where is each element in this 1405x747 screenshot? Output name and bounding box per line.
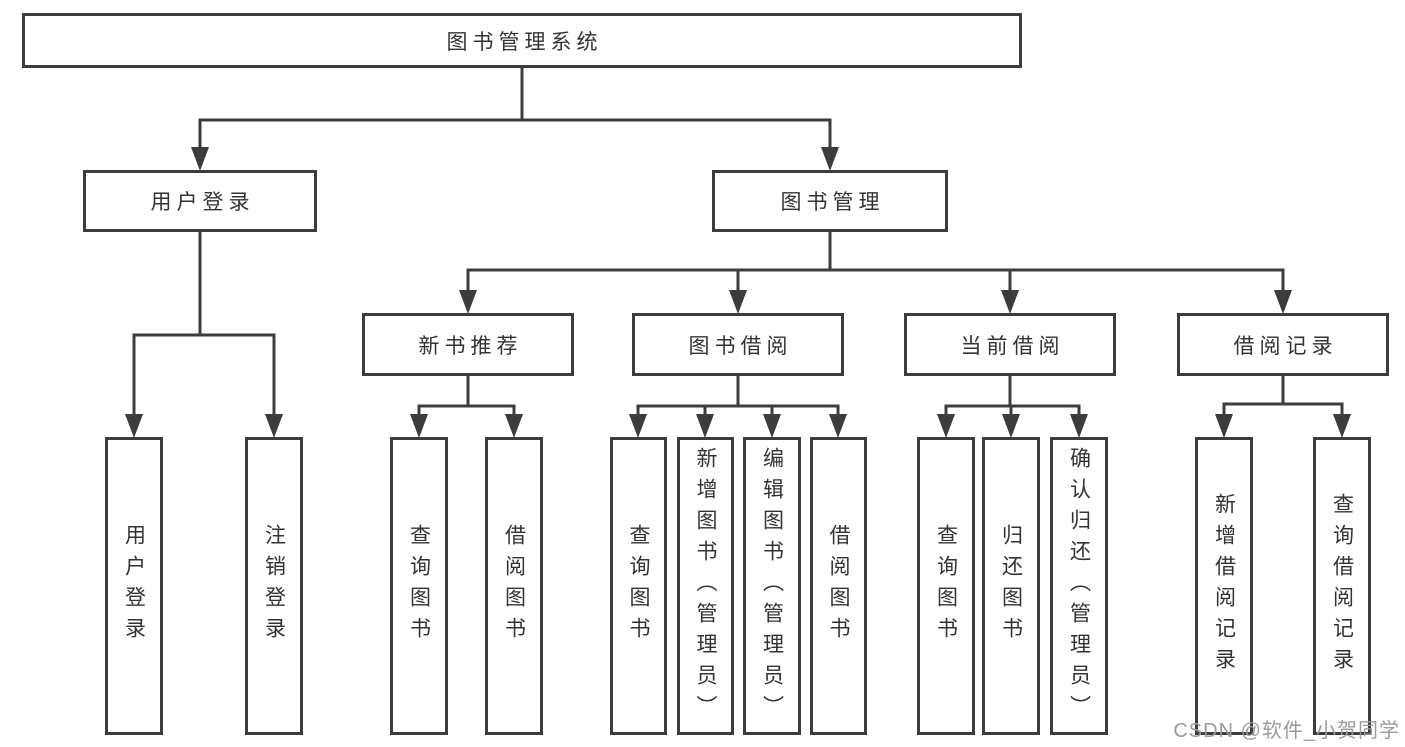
node-leaf-confirm-return-admin-label: 确认归还（管理员） <box>1067 446 1091 726</box>
node-leaf-confirm-return-admin: 确认归还（管理员） <box>1050 437 1108 735</box>
node-borrow-record: 借阅记录 <box>1177 313 1389 376</box>
node-user-login: 用户登录 <box>83 170 317 232</box>
node-book-borrow: 图书借阅 <box>632 313 844 376</box>
node-leaf-edit-books-admin: 编辑图书（管理员） <box>743 437 801 735</box>
node-leaf-user-login: 用户登录 <box>105 437 163 735</box>
node-user-login-label: 用户登录 <box>150 191 255 214</box>
node-leaf-add-borrow-record: 新增借阅记录 <box>1195 437 1253 735</box>
node-leaf-query-books-2: 查询图书 <box>610 437 667 735</box>
node-leaf-query-books-2-label: 查询图书 <box>627 524 650 648</box>
csdn-watermark: CSDN @软件_小贺同学 <box>1173 720 1400 742</box>
node-leaf-add-borrow-record-label: 新增借阅记录 <box>1212 493 1236 679</box>
node-new-book-recommend: 新书推荐 <box>362 313 574 376</box>
node-leaf-logout: 注销登录 <box>245 437 303 735</box>
node-leaf-return-books: 归还图书 <box>982 437 1040 735</box>
node-leaf-return-books-label: 归还图书 <box>999 524 1023 648</box>
node-leaf-query-borrow-record: 查询借阅记录 <box>1313 437 1371 735</box>
node-leaf-query-books-1-label: 查询图书 <box>407 524 431 648</box>
node-leaf-query-books-3: 查询图书 <box>917 437 975 735</box>
arrowheads <box>125 147 1351 438</box>
node-leaf-borrow-books-2-label: 借阅图书 <box>827 524 850 648</box>
node-leaf-borrow-books-2: 借阅图书 <box>810 437 867 735</box>
node-leaf-query-borrow-record-label: 查询借阅记录 <box>1330 493 1354 679</box>
node-leaf-borrow-books-1-label: 借阅图书 <box>502 524 526 648</box>
node-leaf-query-books-3-label: 查询图书 <box>934 524 958 648</box>
node-leaf-query-books-1: 查询图书 <box>390 437 448 735</box>
node-current-borrow: 当前借阅 <box>904 313 1116 376</box>
node-root-system: 图书管理系统 <box>22 13 1022 68</box>
node-leaf-user-login-label: 用户登录 <box>122 524 146 648</box>
node-new-book-recommend-label: 新书推荐 <box>418 334 523 358</box>
node-borrow-record-label: 借阅记录 <box>1233 334 1338 358</box>
node-book-management: 图书管理 <box>712 170 948 232</box>
node-root-system-label: 图书管理系统 <box>446 30 603 54</box>
node-leaf-edit-books-admin-label: 编辑图书（管理员） <box>760 446 784 726</box>
node-leaf-logout-label: 注销登录 <box>262 524 286 648</box>
node-book-borrow-label: 图书借阅 <box>688 334 793 358</box>
node-leaf-borrow-books-1: 借阅图书 <box>485 437 543 735</box>
node-current-borrow-label: 当前借阅 <box>960 334 1065 358</box>
node-leaf-add-books-admin: 新增图书（管理员） <box>677 437 734 735</box>
node-book-management-label: 图书管理 <box>780 191 885 214</box>
node-leaf-add-books-admin-label: 新增图书（管理员） <box>694 446 717 726</box>
